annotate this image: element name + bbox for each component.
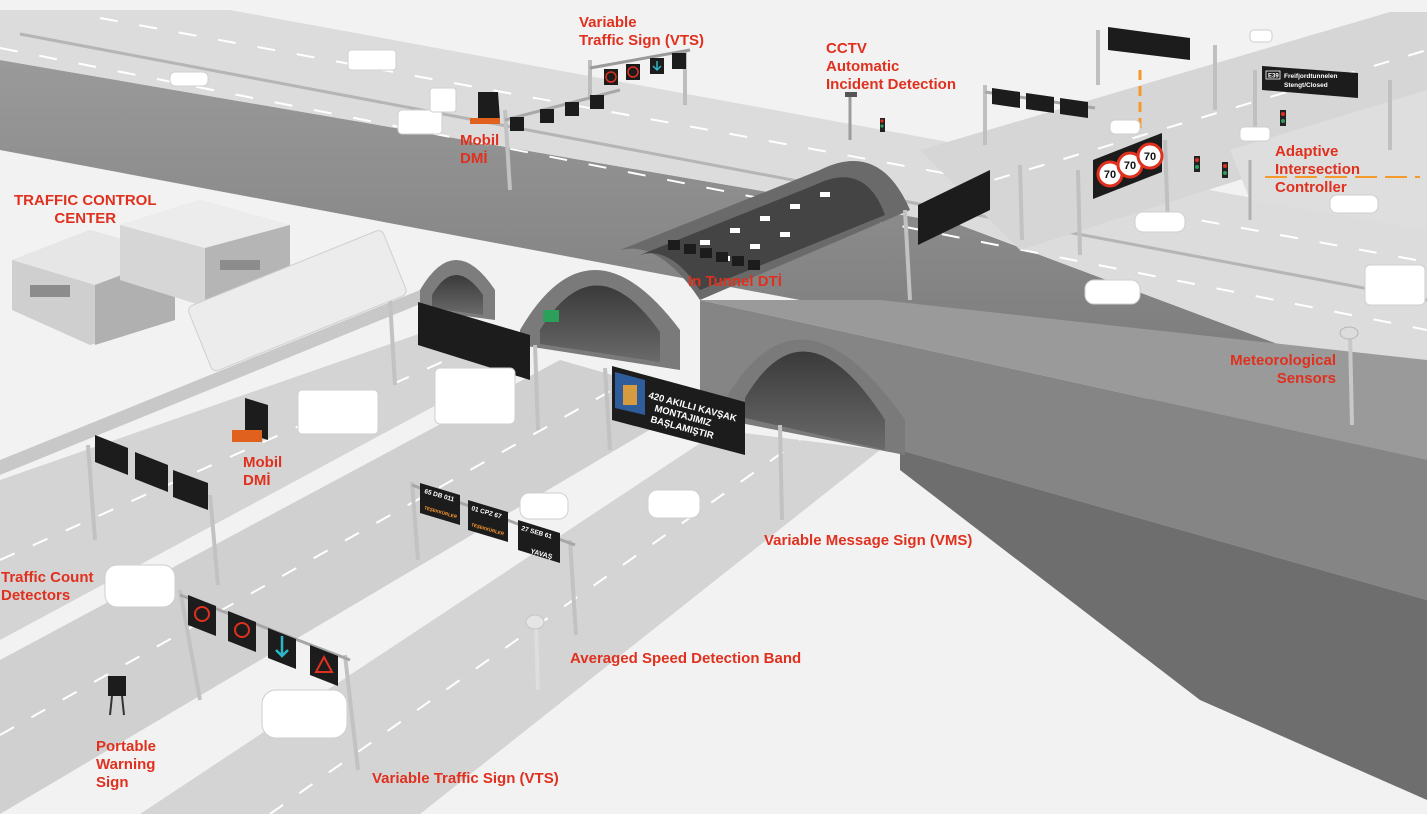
speed-limit-3: 70 <box>1144 151 1156 163</box>
top-right-gantry <box>1096 27 1217 130</box>
upper-mid-gantry <box>983 85 1096 145</box>
upper-road-surface <box>0 10 1427 400</box>
traffic-control-center-building <box>12 200 290 345</box>
vehicles <box>104 29 1426 739</box>
in-tunnel-dti-signs <box>668 240 760 270</box>
lower-road-left <box>0 330 520 640</box>
label-vms: Variable Message Sign (VMS) <box>764 532 973 549</box>
traffic-count-gantry <box>86 435 220 586</box>
railway <box>0 290 430 475</box>
norway-line2: Stengt/Closed <box>1284 82 1328 89</box>
arch-right-gantry <box>903 164 1024 301</box>
lower-wall-front <box>900 450 1427 800</box>
vts-top-gantry <box>588 48 691 105</box>
portable-warning-sign <box>108 676 126 716</box>
label-meteorological: Meteorological Sensors <box>1230 352 1336 387</box>
speed-limit-gantry: 70 70 70 <box>1076 133 1170 256</box>
label-cctv: CCTV Automatic Incident Detection <box>826 40 957 93</box>
speed-limit-2: 70 <box>1124 160 1136 172</box>
label-vts-bottom: Variable Traffic Sign (VTS) <box>372 770 559 787</box>
label-averaged-speed: Averaged Speed Detection Band <box>570 650 802 667</box>
lower-embankment-wall <box>700 300 1427 600</box>
averaged-speed-gantry: 65 DB 011 01 CPZ 67 27 SEB 61 TEŞEKKÜRLE… <box>410 481 578 636</box>
label-traffic-control-center: TRAFFIC CONTROL CENTER <box>14 192 157 227</box>
left-panel-gantry <box>388 299 540 431</box>
cctv-pole <box>845 92 885 140</box>
label-mobil-dmi-top: Mobil DMİ <box>460 132 500 167</box>
exit-sign-icon <box>543 310 559 322</box>
label-adaptive-intersection: Adaptive Intersection Controller <box>1275 143 1361 196</box>
road-closed-sign: E39 Freifjordtunnelen Stengt/Closed <box>1253 66 1392 150</box>
label-mobil-dmi-bottom: Mobil DMİ <box>243 454 283 489</box>
upper-road-gantry <box>503 88 621 191</box>
label-portable-warning: Portable Warning Sign <box>96 738 157 791</box>
mobil-dmi-unit-bottom <box>232 398 268 442</box>
wall-top <box>700 300 1427 460</box>
label-vts-top: Variable Traffic Sign (VTS) <box>579 14 705 49</box>
label-in-tunnel-dti: In Tunnel DTİ <box>688 273 782 290</box>
mobil-dmi-unit-top <box>470 92 500 124</box>
far-right-road <box>1230 90 1427 230</box>
meteorological-sensor <box>1339 326 1359 426</box>
adaptive-intersection-lights <box>1194 110 1420 220</box>
tunnel-arch-upper <box>620 161 910 300</box>
norway-line1: Freifjordtunnelen <box>1284 73 1337 80</box>
tunnel-portal-left <box>420 260 495 320</box>
speed-sensor <box>525 614 545 691</box>
speed-limit-1: 70 <box>1104 169 1116 181</box>
tunnel-portal-center <box>520 270 680 370</box>
vts-bottom-gantry <box>178 589 360 771</box>
label-traffic-count: Traffic Count Detectors <box>1 569 94 604</box>
lower-road-middle <box>0 360 700 814</box>
norway-code: E39 <box>1268 74 1279 80</box>
